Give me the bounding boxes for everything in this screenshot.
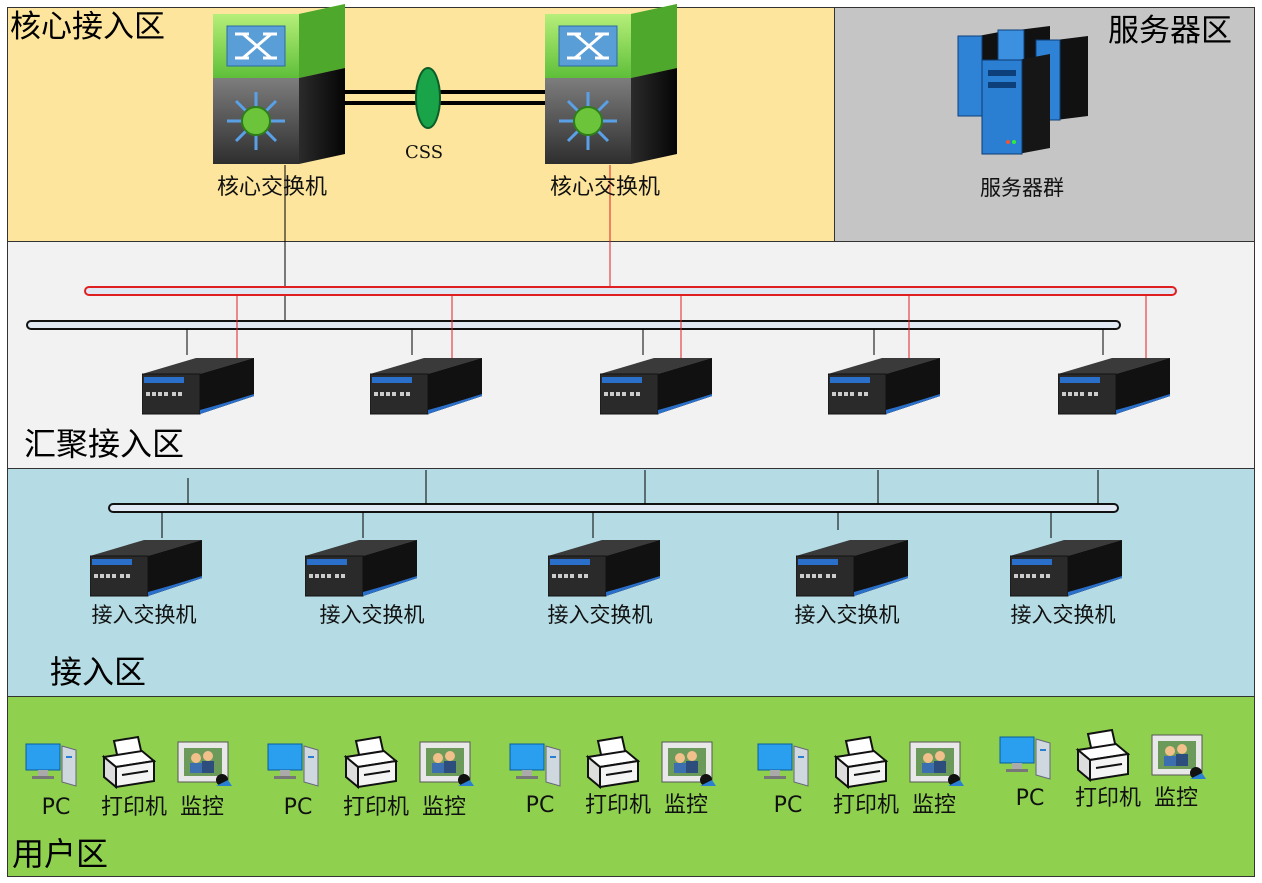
pc-label: PC	[1015, 786, 1045, 811]
css-label: CSS	[404, 142, 444, 163]
monitor-icon	[660, 740, 716, 794]
monitor-label: 监控	[663, 793, 709, 818]
zone-title-server: 服务器区	[1108, 13, 1232, 49]
core-switch-label-1: 核心交换机	[216, 175, 328, 200]
monitor-label: 监控	[421, 795, 467, 820]
css-ellipse	[415, 67, 441, 129]
monitor-icon	[418, 740, 474, 794]
printer-label: 打印机	[832, 793, 900, 818]
core-switch-icon-2	[545, 4, 677, 170]
access-switch-label-4: 接入交换机	[794, 603, 900, 627]
access-bus	[108, 503, 1119, 513]
aggregation-switch-icon-5	[1057, 352, 1170, 420]
pc-icon	[266, 742, 322, 792]
monitor-label: 监控	[179, 795, 225, 820]
server-group-icon	[948, 26, 1098, 160]
server-group-label: 服务器群	[980, 176, 1064, 200]
user-zone	[7, 696, 1255, 877]
pc-icon	[756, 742, 812, 792]
aggregation-switch-icon-4	[827, 352, 940, 420]
access-switch-icon-2	[304, 534, 417, 602]
aggregation-switch-icon-1	[141, 352, 254, 420]
printer-label: 打印机	[1074, 786, 1142, 811]
aggregation-switch-icon-2	[369, 352, 482, 420]
access-switch-icon-4	[795, 534, 908, 602]
pc-icon	[24, 742, 80, 792]
zone-title-core: 核心接入区	[10, 9, 165, 45]
core-zone	[7, 7, 835, 242]
printer-icon	[100, 735, 157, 795]
aggregation-drops	[186, 295, 1147, 362]
pc-icon	[998, 735, 1054, 785]
monitor-label: 监控	[911, 793, 957, 818]
zone-title-user: 用户区	[12, 835, 109, 873]
aggregation-switch-icon-3	[599, 352, 712, 420]
access-uplinks	[187, 470, 1099, 504]
pc-label: PC	[525, 793, 555, 818]
access-switch-label-2: 接入交换机	[319, 603, 425, 627]
pc-label: PC	[773, 793, 803, 818]
zone-title-aggregation: 汇聚接入区	[24, 425, 185, 463]
monitor-label: 监控	[1153, 786, 1199, 811]
access-switch-icon-1	[89, 534, 202, 602]
access-switch-icon-3	[547, 534, 660, 602]
monitor-icon	[1150, 733, 1206, 787]
access-switch-icon-5	[1009, 534, 1122, 602]
printer-label: 打印机	[100, 795, 168, 820]
printer-label: 打印机	[342, 795, 410, 820]
core-switch-label-2: 核心交换机	[549, 175, 661, 200]
pc-label: PC	[283, 795, 313, 820]
printer-icon	[584, 735, 641, 795]
printer-label: 打印机	[584, 793, 652, 818]
monitor-icon	[176, 740, 232, 794]
access-switch-label-3: 接入交换机	[547, 603, 653, 627]
access-switch-label-1: 接入交换机	[91, 603, 197, 627]
access-drops	[161, 512, 1052, 538]
printer-icon	[342, 735, 399, 795]
core-switch-icon-1	[213, 4, 345, 170]
monitor-icon	[908, 740, 964, 794]
zone-title-access: 接入区	[50, 653, 147, 691]
pc-label: PC	[41, 795, 71, 820]
access-switch-label-5: 接入交换机	[1010, 603, 1116, 627]
pc-icon	[508, 742, 564, 792]
printer-icon	[832, 735, 889, 795]
printer-icon	[1074, 728, 1131, 788]
aggregation-bus	[26, 320, 1121, 330]
red-bus	[84, 286, 1177, 296]
